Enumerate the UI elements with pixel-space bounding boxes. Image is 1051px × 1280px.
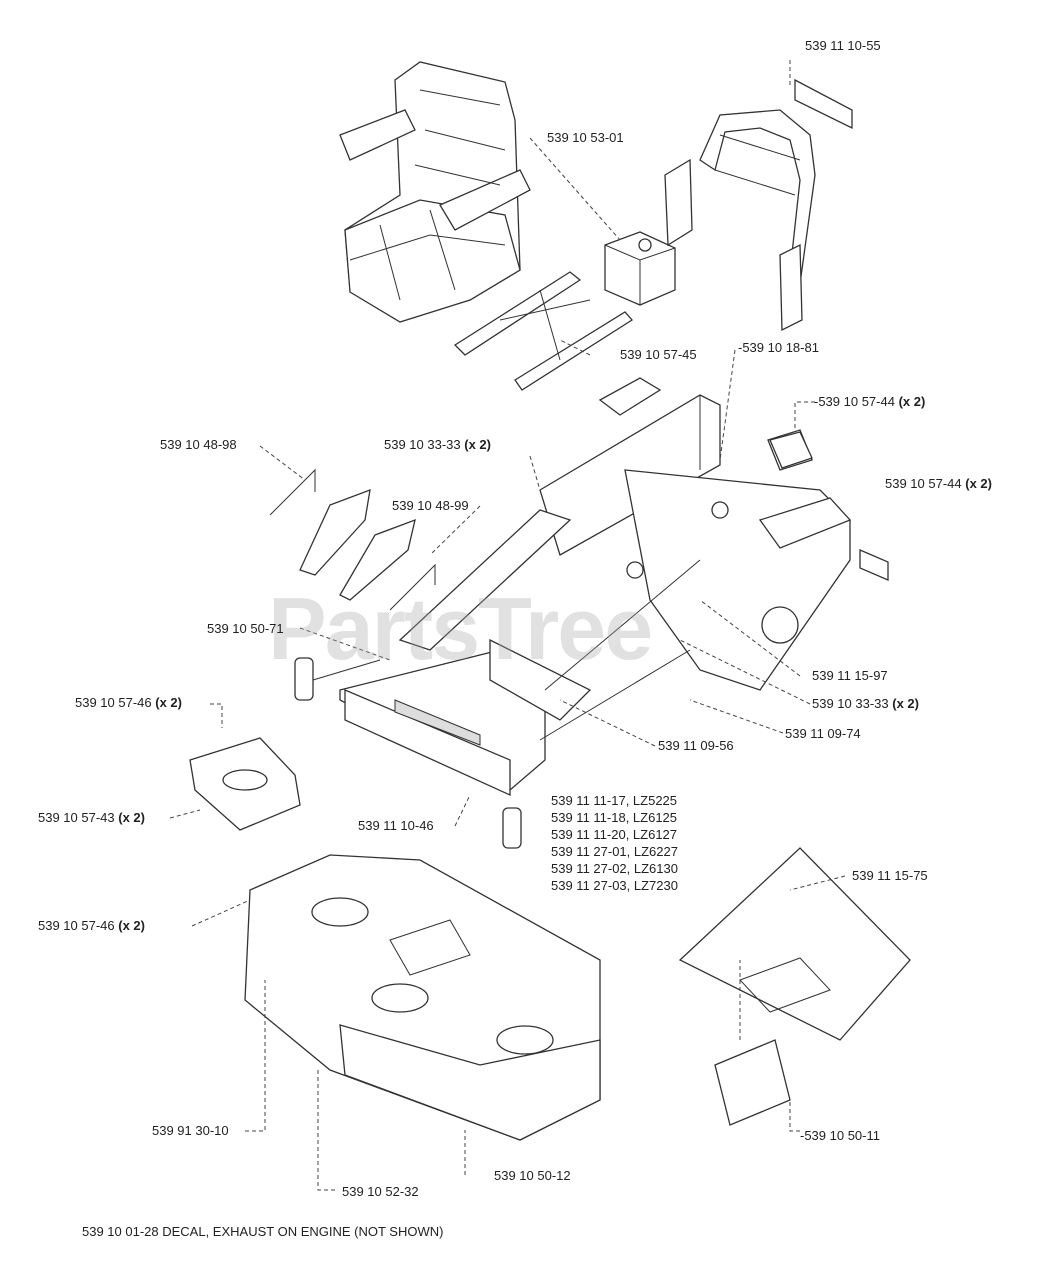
callout-label: 539 11 10-46 <box>358 818 434 833</box>
callout-label: 539 10 57-44 (x 2) <box>885 476 992 491</box>
callout-label: 539 11 09-74 <box>785 726 861 741</box>
model-list-item: 539 11 11-18, LZ6125 <box>551 810 678 825</box>
footer-note: 539 10 01-28 DECAL, EXHAUST ON ENGINE (N… <box>82 1224 444 1239</box>
model-list-item: 539 11 11-17, LZ5225 <box>551 793 678 808</box>
floor-pan-part <box>678 847 911 1126</box>
rops-frame-part <box>664 78 853 332</box>
model-list-item: 539 11 27-02, LZ6130 <box>551 861 678 876</box>
callout-label: 539 10 50-12 <box>494 1168 571 1183</box>
callout-label: 539 11 09-56 <box>658 738 734 753</box>
callout-label: 539 10 48-99 <box>392 498 469 513</box>
leader-lines <box>169 60 846 1191</box>
callout-label: 539 10 53-01 <box>547 130 624 145</box>
model-list-item: 539 11 27-03, LZ7230 <box>551 878 678 893</box>
callout-label: 539 10 33-33 (x 2) <box>812 696 919 711</box>
callout-label: 539 10 33-33 (x 2) <box>384 437 491 452</box>
callout-label: 539 91 30-10 <box>152 1123 229 1138</box>
callout-label: 539 10 52-32 <box>342 1184 419 1199</box>
caster-part <box>294 657 522 849</box>
seat-bracket-part <box>453 271 633 391</box>
model-list-item: 539 11 11-20, LZ6127 <box>551 827 678 842</box>
callout-label: -539 10 50-11 <box>800 1128 880 1143</box>
foot-bracket-part <box>189 431 813 831</box>
mower-deck-part <box>244 854 601 1141</box>
callout-label: 539 10 57-46 (x 2) <box>75 695 182 710</box>
callout-label: 539 11 10-55 <box>805 38 881 53</box>
watermark: PartsTree <box>268 579 653 678</box>
seat-part <box>339 61 531 323</box>
callout-label: 539 11 15-75 <box>852 868 928 883</box>
model-list-item: 539 11 27-01, LZ6227 <box>551 844 678 859</box>
callout-label: -539 10 18-81 <box>738 340 819 355</box>
callout-label: 539 10 57-43 (x 2) <box>38 810 145 825</box>
callout-label: 539 10 57-45 <box>620 347 697 362</box>
callout-label: 539 10 50-71 <box>207 621 284 636</box>
model-list: 539 11 11-17, LZ5225 539 11 11-18, LZ612… <box>551 792 678 894</box>
callout-label: 539 10 57-46 (x 2) <box>38 918 145 933</box>
battery-box-part <box>604 231 676 306</box>
callout-label: 539 11 15-97 <box>812 668 888 683</box>
deflector-plate-left <box>269 468 436 611</box>
callout-label: -539 10 57-44 (x 2) <box>814 394 926 409</box>
callout-label: 539 10 48-98 <box>160 437 237 452</box>
